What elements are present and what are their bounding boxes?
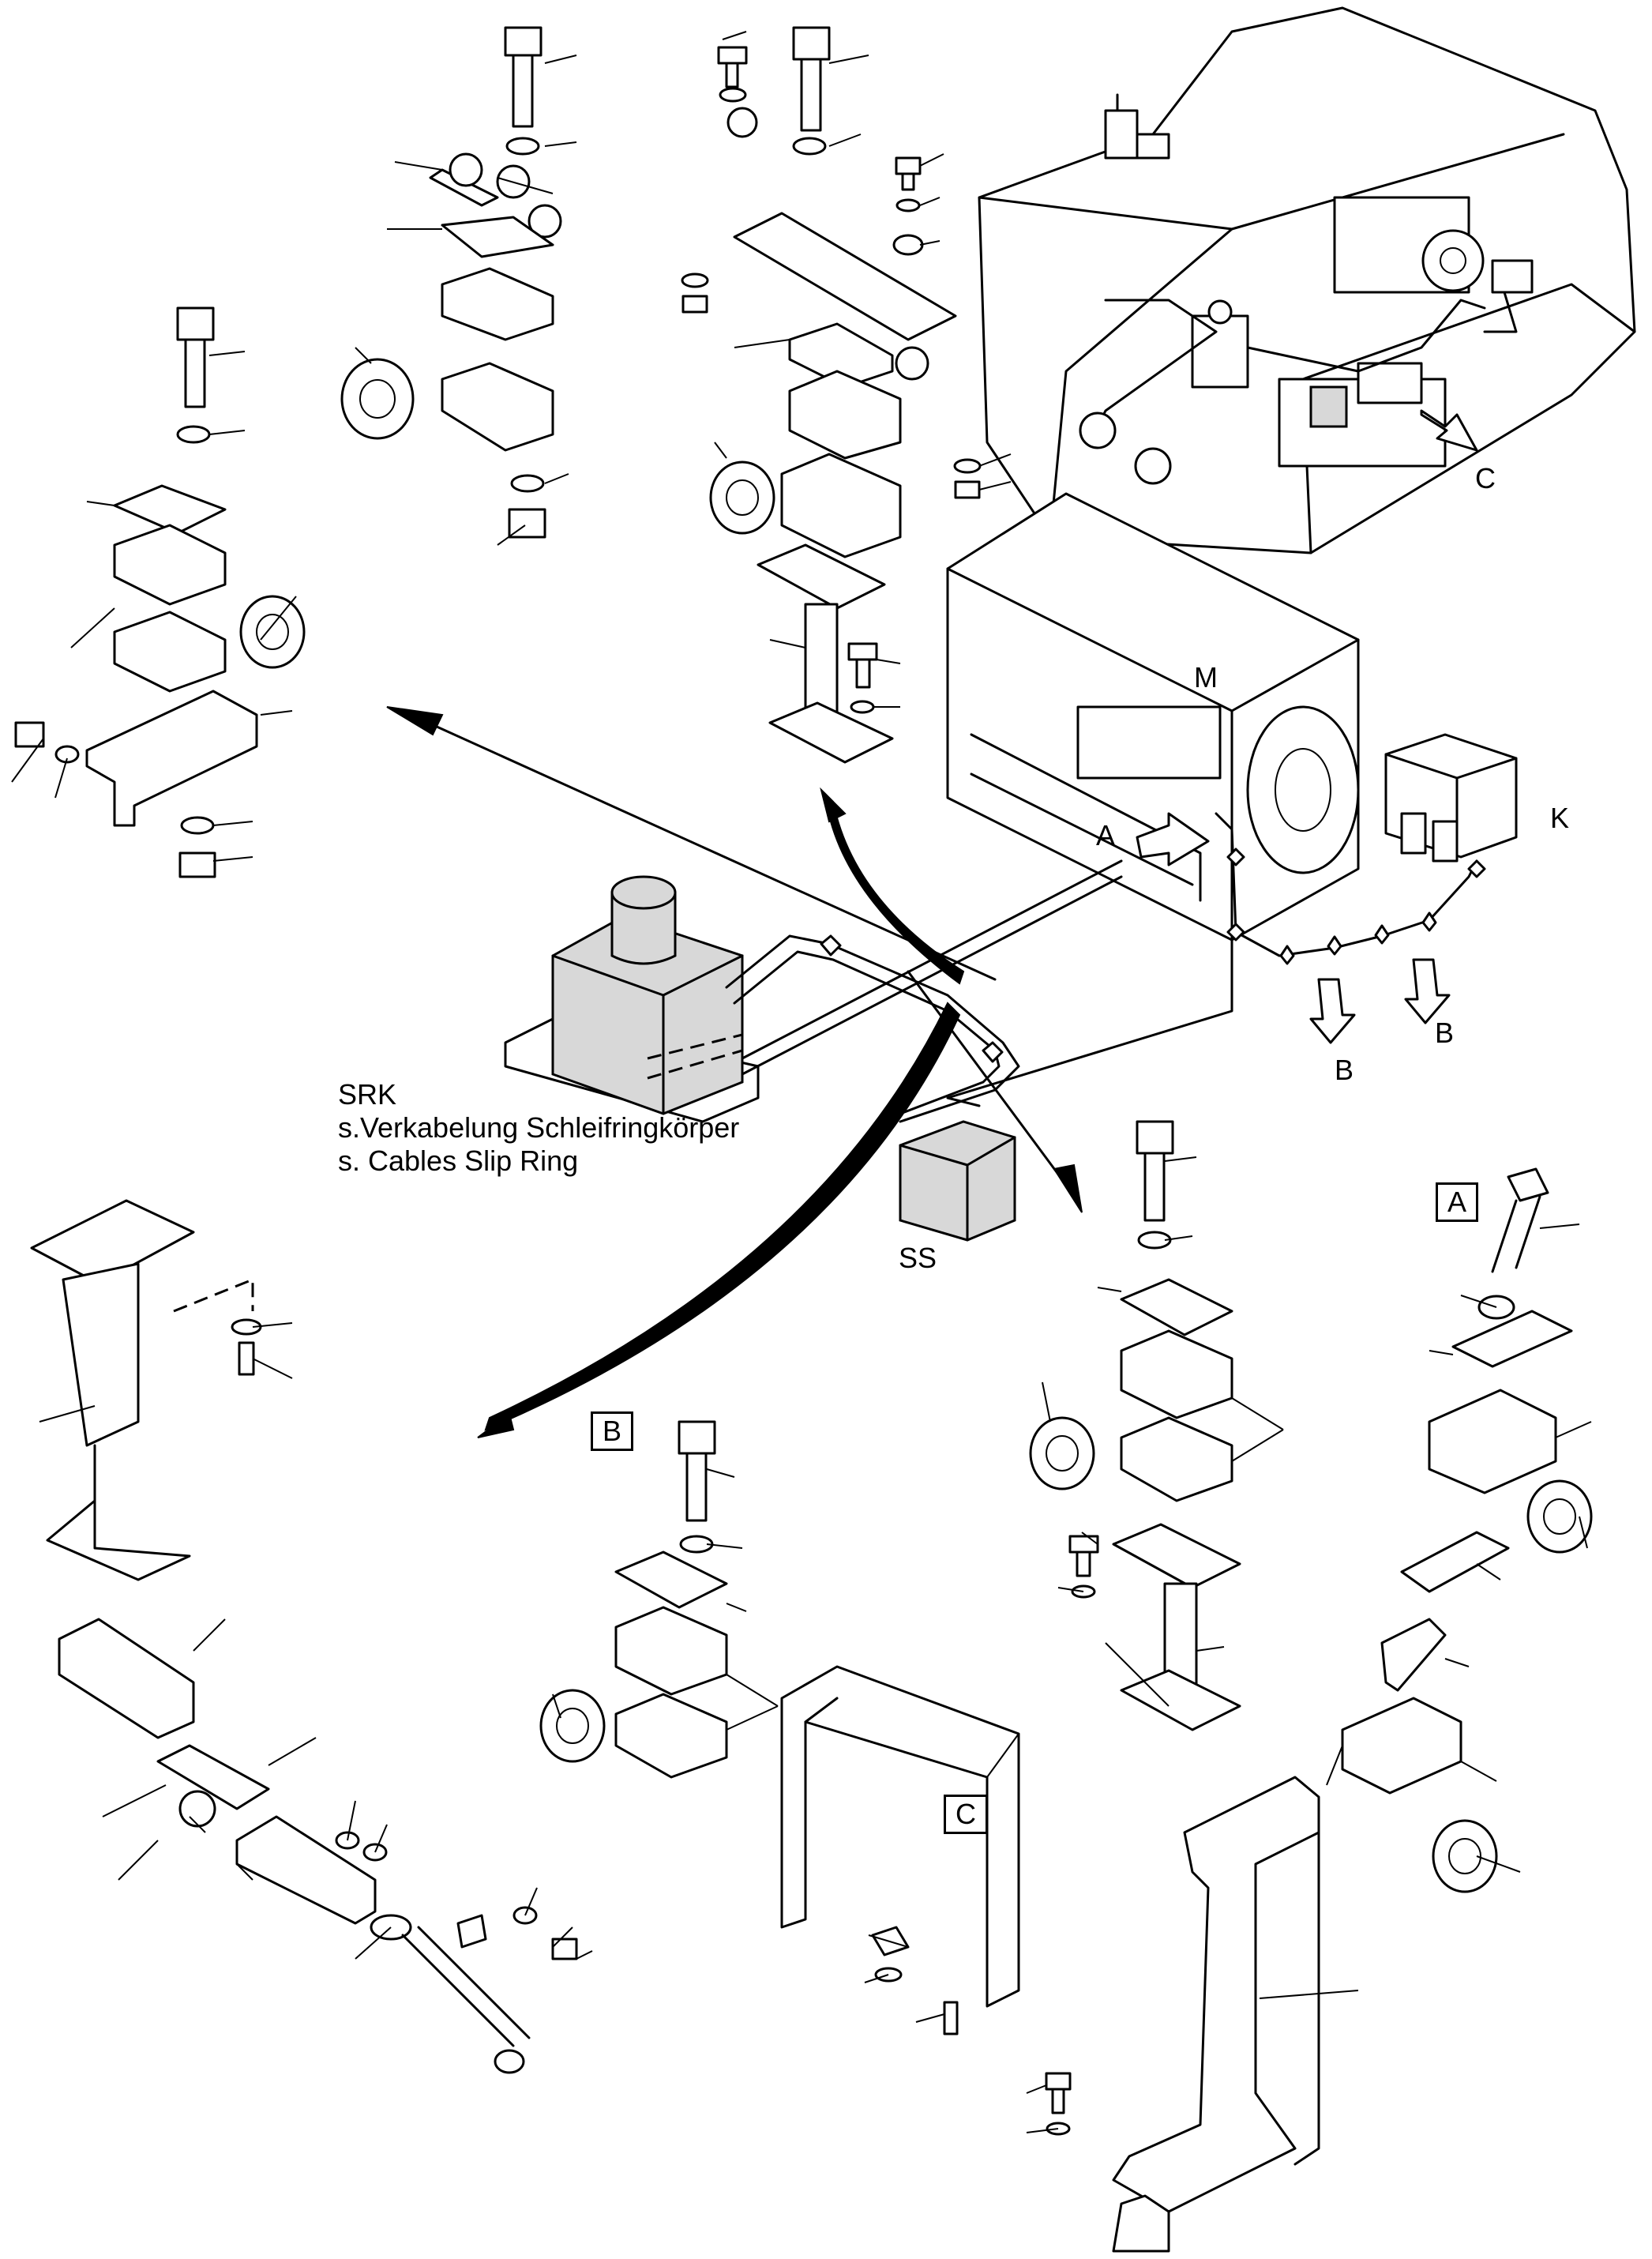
srk-cable-2	[733, 950, 1001, 1115]
motor-label: M	[1194, 661, 1218, 693]
detail-a-label: A	[1436, 1182, 1479, 1222]
arrow-c	[1420, 409, 1478, 452]
arrow-b-right	[1404, 958, 1451, 1024]
detail-c-cover	[780, 1665, 1020, 2035]
srk-note-german: s.Verkabelung Schleifringkörper	[338, 1111, 740, 1144]
cable-markers	[1226, 848, 1486, 965]
stand-group-lower-left	[30, 1199, 578, 2074]
srk-note: SRK s.Verkabelung Schleifringkörper s. C…	[338, 1078, 739, 1178]
arrow-a	[1136, 812, 1210, 866]
clamp-group-top-center	[681, 26, 982, 764]
arrow-b-label-2: B	[1435, 1017, 1455, 1049]
detail-a-group	[1045, 1167, 1593, 2253]
clamp-group-center-right	[1029, 1120, 1241, 1731]
srk-cable-1	[725, 934, 1020, 1123]
arrow-b-left	[1309, 978, 1356, 1044]
arrow-c-label: C	[1475, 462, 1496, 494]
srk-note-english: s. Cables Slip Ring	[338, 1145, 579, 1177]
box-ss	[899, 1120, 1016, 1242]
cable-motor-to-ss	[946, 934, 1233, 1107]
ss-label: SS	[899, 1242, 937, 1274]
clamp-group-left	[14, 306, 306, 878]
srk-cable-4	[741, 875, 1123, 1076]
connector-k	[1384, 733, 1518, 863]
pointer-arrows	[386, 706, 1083, 1438]
leader-lines	[11, 31, 1592, 2133]
arrow-b-label-1: B	[1335, 1054, 1354, 1086]
srk-note-title: SRK	[338, 1078, 397, 1111]
srk-cable-markers	[820, 934, 1004, 1063]
motor-m	[946, 492, 1360, 942]
slip-ring-srk	[504, 875, 760, 1123]
arrow-a-label: A	[1096, 819, 1116, 851]
machine-housing-overview	[978, 6, 1636, 554]
connector-label: K	[1550, 802, 1570, 834]
detail-b-label: B	[591, 1411, 634, 1451]
detail-c-label: C	[944, 1795, 988, 1834]
clamp-group-top-left	[340, 26, 562, 539]
detail-b-group	[539, 1420, 728, 1779]
